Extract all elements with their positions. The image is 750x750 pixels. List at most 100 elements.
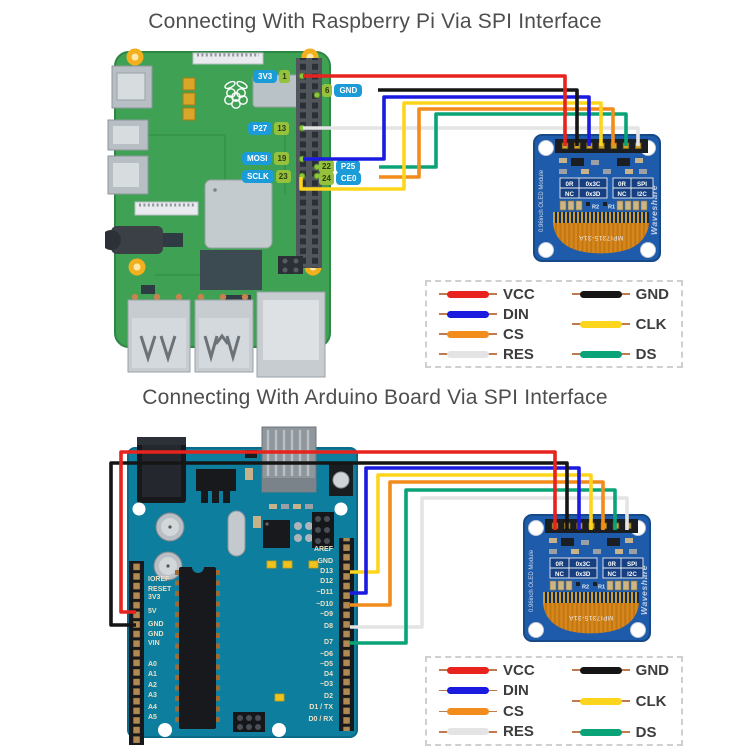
arduino-pin-d13: D13 — [320, 568, 333, 575]
legend-item-cs: CS — [439, 326, 535, 343]
wire-swatch — [439, 290, 497, 298]
wire-swatch — [439, 310, 497, 318]
wire-swatch — [571, 350, 630, 358]
svg-text:SPI: SPI — [627, 561, 637, 568]
raspberry-pi-logo — [224, 80, 248, 109]
oled-brand-label: Waveshare — [639, 565, 649, 615]
legend-item-vcc: VCC — [439, 662, 535, 679]
arduino-pin-gnd1: GND — [148, 621, 164, 628]
arduino-pin-ioref: IOREF — [148, 576, 170, 583]
wire-swatch — [439, 728, 497, 736]
legend-item-res: RES — [439, 346, 535, 363]
svg-text:0R: 0R — [566, 181, 574, 188]
legend-item-din: DIN — [439, 682, 535, 699]
arduino-pin-d1-tx: D1 / TX — [309, 704, 333, 711]
pi-audio-jack — [111, 226, 163, 254]
legend-item-din: DIN — [439, 306, 535, 323]
oled-resistor-labels: R2 R1 — [586, 202, 615, 211]
svg-text:NC: NC — [565, 191, 574, 198]
arduino-pin-gnd2: GND — [148, 631, 164, 638]
oled-config-table-left: 0R 0x3C NC 0x3D — [549, 557, 598, 579]
arduino-pin-d12: D12 — [320, 578, 333, 585]
wire-swatch — [571, 728, 630, 736]
wire-swatch — [439, 350, 497, 358]
legend-item-vcc: VCC — [439, 286, 535, 303]
arduino-pin-a1: A1 — [148, 671, 157, 678]
section-title-raspberry-pi: Connecting With Raspberry Pi Via SPI Int… — [148, 10, 602, 33]
arduino-pin-d10: ~D10 — [316, 601, 333, 608]
wire-swatch — [439, 687, 497, 695]
legend-item-gnd: GND — [571, 662, 669, 679]
arduino-pin-a3: A3 — [148, 692, 157, 699]
legend-item-clk: CLK — [571, 693, 669, 710]
pi-usb-port-2 — [194, 299, 254, 373]
svg-text:0x3D: 0x3D — [586, 191, 601, 198]
svg-text:R1: R1 — [598, 585, 605, 591]
pi-soc-chip — [204, 179, 273, 249]
svg-text:0R: 0R — [618, 181, 626, 188]
legend-item-gnd: GND — [571, 286, 669, 303]
oled-config-table-left: 0R 0x3C NC 0x3D — [559, 177, 608, 199]
oled-header-pins — [561, 142, 642, 149]
wire-swatch — [571, 290, 630, 298]
oled-config-table-right: 0R SPI NC I2C — [612, 177, 654, 199]
pi-jumper-header — [278, 256, 303, 274]
arduino-icsp-header-top — [312, 512, 334, 548]
oled-module-vertical-label: 0.96inch OLED Module — [529, 549, 535, 612]
arduino-pin-d7: D7 — [324, 639, 333, 646]
wiring-legend-bottom: VCC DIN CS RES GND CLK DS — [425, 656, 683, 746]
oled-module-top: 0R 0x3C NC 0x3D 0R SPI NC I2C R2 R1 — [533, 134, 661, 262]
pi-usb-port-1 — [127, 299, 191, 373]
arduino-pin-reset: RESET — [148, 586, 172, 593]
section-title-arduino: Connecting With Arduino Board Via SPI In… — [142, 386, 608, 409]
arduino-pin-a5: A5 — [148, 714, 157, 721]
svg-text:R2: R2 — [582, 585, 589, 591]
oled-module-vertical-label: 0.96inch OLED Module — [539, 169, 545, 232]
arduino-crystal — [227, 510, 246, 557]
arduino-pin-d2: D2 — [324, 693, 333, 700]
arduino-pin-d11: ~D11 — [316, 589, 333, 596]
svg-text:NC: NC — [608, 571, 617, 578]
oled-flex-stripes — [553, 223, 649, 254]
legend-item-ds: DS — [571, 346, 669, 363]
pi-small-chip — [163, 233, 183, 247]
arduino-pin-d8: D8 — [324, 623, 333, 630]
arduino-pin-d4: D4 — [324, 671, 333, 678]
arduino-pin-gnd-r: GND — [317, 558, 333, 565]
arduino-right-pin-pads — [339, 538, 354, 731]
arduino-voltage-regulator — [196, 469, 236, 503]
arduino-reset-button — [329, 464, 353, 496]
arduino-pin-d9: ~D9 — [319, 611, 333, 618]
pi-small-chip3 — [141, 285, 155, 294]
svg-text:0x3C: 0x3C — [576, 561, 591, 568]
svg-text:0x3C: 0x3C — [586, 181, 601, 188]
oled-header-pins — [551, 522, 632, 529]
oled-module-bottom: 0R 0x3C NC 0x3D 0R SPI NC I2C R2 R1 — [523, 514, 651, 642]
wire-swatch — [571, 666, 630, 674]
legend-item-clk: CLK — [571, 316, 669, 333]
oled-brand-label: Waveshare — [649, 185, 659, 235]
oled-ribbon-label: MPI7315-31A — [578, 234, 623, 241]
arduino-pin-d6: ~D6 — [319, 651, 333, 658]
arduino-pin-3v3: 3V3 — [148, 594, 161, 601]
svg-text:0R: 0R — [608, 561, 616, 568]
arduino-usb-port — [261, 426, 317, 493]
pi-jumper-pins — [282, 258, 299, 273]
wire-swatch — [571, 697, 630, 705]
arduino-pin-vin: VIN — [148, 640, 160, 647]
wire-swatch — [439, 330, 497, 338]
arduino-pin-a2: A2 — [148, 682, 157, 689]
svg-text:SPI: SPI — [637, 181, 647, 188]
raspberry-pi-board — [105, 48, 331, 378]
wiring-legend-top: VCC DIN CS RES GND CLK DS — [425, 280, 683, 368]
oled-ribbon-label: MPI7315-31A — [568, 614, 613, 621]
chip-dot — [265, 522, 269, 526]
oled-config-table-right: 0R SPI NC I2C — [602, 557, 644, 579]
pi-ram-chip — [200, 250, 262, 290]
